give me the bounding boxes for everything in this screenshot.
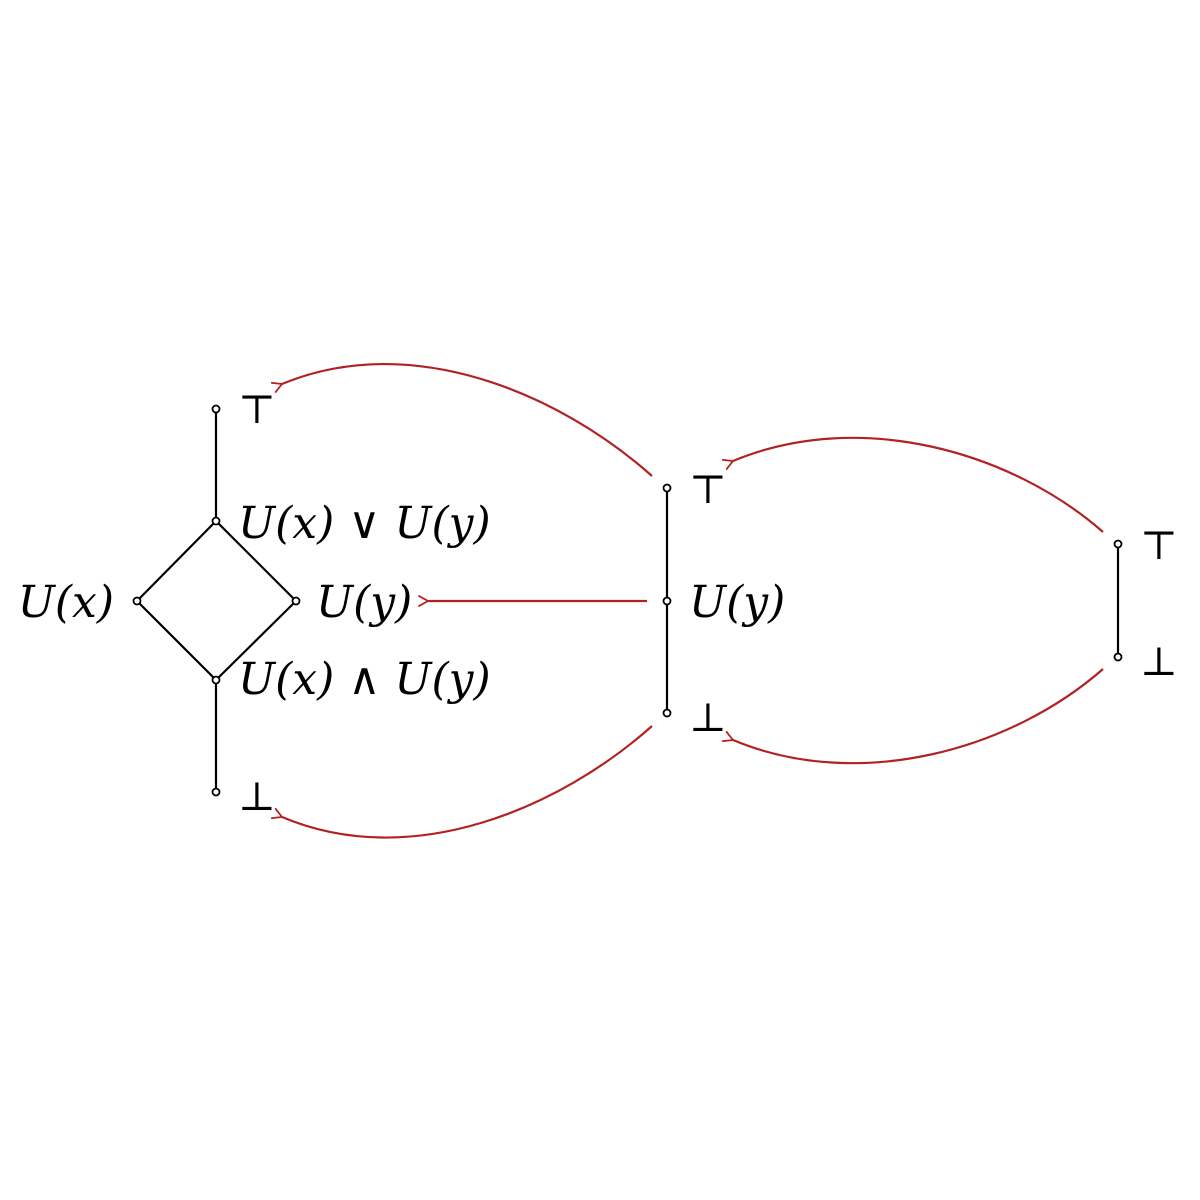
node-left-join — [211, 516, 221, 526]
node-left-ux — [132, 596, 142, 606]
node-left-uy — [291, 596, 301, 606]
label-middle-uy: U(y) — [689, 577, 785, 628]
label-middle-top: ⊤ — [689, 467, 727, 513]
map-arrow-right-bot-to-middle-bot — [721, 668, 1104, 765]
label-left-meet: U(x) ∧ U(y) — [238, 654, 491, 705]
node-middle-uy — [662, 596, 672, 606]
edge-left-join-uy — [215, 520, 297, 602]
label-left-ux: U(x) — [18, 577, 114, 628]
label-right-bot: ⊥ — [1140, 639, 1178, 685]
map-arrow-middle-bot-to-left-bot — [270, 725, 653, 839]
node-right-top — [1113, 539, 1123, 549]
label-left-top: ⊤ — [238, 387, 276, 433]
edge-left-join-ux — [136, 520, 217, 602]
node-left-bot — [211, 787, 221, 797]
node-left-meet — [211, 675, 221, 685]
edge-left-uy-meet — [215, 600, 297, 681]
label-left-bot: ⊥ — [238, 774, 276, 820]
edge-left-ux-meet — [136, 600, 217, 681]
node-left-top — [211, 404, 221, 414]
node-middle-bot — [662, 708, 672, 718]
label-left-join: U(x) ∨ U(y) — [238, 498, 491, 549]
label-left-uy: U(y) — [316, 577, 412, 628]
node-right-bot — [1113, 652, 1123, 662]
map-arrow-right-top-to-middle-top — [721, 436, 1104, 533]
node-middle-top — [662, 483, 672, 493]
label-right-top: ⊤ — [1140, 523, 1178, 569]
label-middle-bot: ⊥ — [689, 695, 727, 741]
map-arrow-middle-top-to-left-top — [270, 363, 653, 477]
